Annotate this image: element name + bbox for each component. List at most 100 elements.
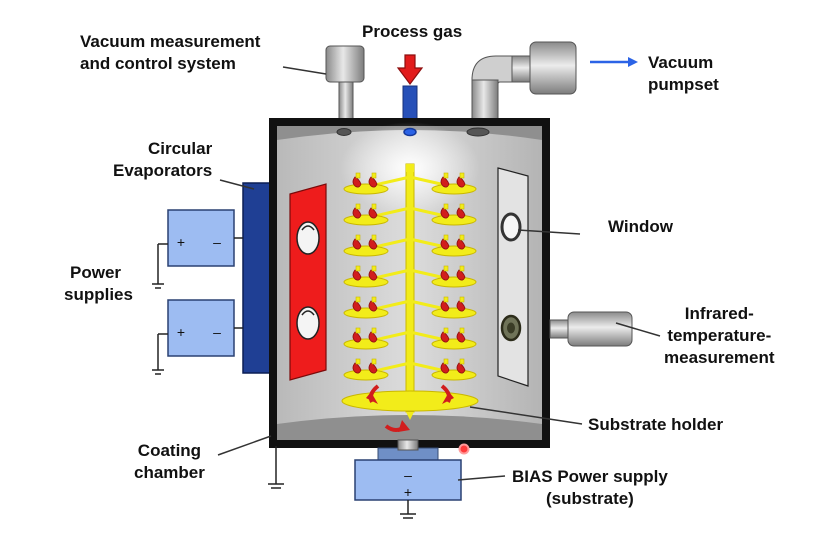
substrate-part — [352, 238, 362, 250]
substrate-part-holder — [371, 172, 377, 179]
substrate-part — [352, 300, 362, 312]
substrate-part — [440, 362, 450, 374]
gas-inlet-pipe — [402, 85, 418, 121]
substrate-part-holder — [459, 234, 465, 241]
substrate-part — [352, 269, 362, 281]
substrate-part-holder — [371, 265, 377, 272]
substrate-part-holder — [459, 358, 465, 365]
substrate-part — [368, 176, 378, 188]
power-supply-2-plus: + — [177, 324, 185, 340]
pump-pipe — [471, 41, 577, 123]
label-substrate-holder: Substrate holder — [588, 415, 724, 434]
substrate-part — [352, 176, 362, 188]
infrared-port — [500, 314, 522, 342]
power-supply-2 — [152, 299, 243, 375]
leader-lines — [217, 66, 661, 481]
label-bias-power-supply: BIAS Power supply (substrate) — [512, 466, 668, 510]
label-infrared-line-1: Infrared- — [684, 304, 754, 323]
label-window: Window — [608, 217, 673, 236]
chamber-ground — [268, 446, 284, 489]
substrate-part-holder — [443, 234, 449, 241]
label-power-supplies: Power supplies — [64, 262, 133, 306]
substrate-part-holder — [355, 265, 361, 272]
substrate-part — [368, 269, 378, 281]
substrate-part — [440, 331, 450, 343]
substrate-part — [368, 207, 378, 219]
substrate-part — [368, 331, 378, 343]
holder-disc — [343, 307, 389, 319]
label-circular-evaporators: Circular Evaporators — [113, 138, 212, 182]
substrate-part — [456, 362, 466, 374]
holder-disc — [431, 338, 477, 350]
label-bias-power-supply-line-1: BIAS Power supply — [512, 467, 668, 486]
substrate-part-holder — [443, 203, 449, 210]
leader-infrared — [615, 322, 661, 337]
substrate-part-holder — [355, 296, 361, 303]
substrate-part-holder — [371, 358, 377, 365]
leader-evaporators — [219, 179, 255, 190]
substrate-part-holder — [355, 172, 361, 179]
substrate-part-holder — [355, 203, 361, 210]
red-indicator-dot — [458, 443, 470, 455]
substrate-part — [456, 300, 466, 312]
substrate-part-holder — [371, 203, 377, 210]
label-infrared-line-2: temperature- — [667, 326, 772, 345]
substrate-part — [440, 269, 450, 281]
label-infrared: Infrared- temperature- measurement — [664, 303, 775, 369]
holder-disc — [343, 245, 389, 257]
substrate-part — [456, 238, 466, 250]
substrate-part — [368, 300, 378, 312]
substrate-part — [440, 300, 450, 312]
label-circular-evaporators-line-1: Circular — [147, 139, 213, 158]
label-vacuum-pumpset-line-2: pumpset — [648, 75, 719, 94]
substrate-part — [440, 176, 450, 188]
label-vacuum-pumpset-line-1: Vacuum — [648, 53, 714, 72]
viewing-window — [500, 212, 522, 242]
label-vacuum-measurement: Vacuum measurement and control system — [80, 31, 260, 75]
substrate-part-holder — [355, 358, 361, 365]
leader-bias — [457, 475, 506, 481]
substrate-part — [440, 207, 450, 219]
holder-disc — [343, 183, 389, 195]
power-supply-1-plus: + — [177, 234, 185, 250]
substrate-part-holder — [371, 234, 377, 241]
power-supply-2-minus: – — [213, 324, 221, 340]
leader-substrate — [469, 406, 583, 425]
leader-vacuum-gauge — [282, 66, 327, 75]
holder-disc — [343, 369, 389, 381]
label-process-gas: Process gas — [362, 22, 463, 41]
substrate-part — [368, 238, 378, 250]
substrate-part-holder — [459, 172, 465, 179]
label-vacuum-measurement-line-2: and control system — [80, 54, 236, 73]
holder-disc — [431, 214, 477, 226]
holder-disc — [343, 338, 389, 350]
label-circular-evaporators-line-2: Evaporators — [113, 161, 213, 180]
substrate-part-holder — [371, 296, 377, 303]
substrate-part-holder — [355, 327, 361, 334]
bias-ground — [400, 500, 416, 519]
label-power-supplies-line-1: Power — [70, 263, 122, 282]
substrate-part-holder — [459, 203, 465, 210]
holder-disc — [431, 307, 477, 319]
process-gas-arrow — [396, 54, 424, 85]
leader-window — [517, 229, 581, 235]
substrate-part-holder — [355, 234, 361, 241]
label-vacuum-pumpset: Vacuum pumpset — [648, 52, 719, 96]
pump-flow-arrow — [590, 57, 638, 67]
substrate-part-holder — [459, 296, 465, 303]
power-supply-1-minus: – — [213, 234, 221, 250]
substrate-part-holder — [443, 172, 449, 179]
vacuum-gauge — [325, 45, 365, 121]
substrate-part — [440, 238, 450, 250]
substrate-part — [456, 331, 466, 343]
substrate-part-holder — [459, 265, 465, 272]
bias-power-supply-box — [354, 459, 462, 501]
holder-disc — [431, 276, 477, 288]
window-panel — [497, 167, 529, 387]
substrate-part-holder — [371, 327, 377, 334]
substrate-part — [352, 207, 362, 219]
label-coating-chamber-line-2: chamber — [134, 463, 205, 482]
substrate-part-holder — [443, 296, 449, 303]
label-infrared-line-3: measurement — [664, 348, 775, 367]
